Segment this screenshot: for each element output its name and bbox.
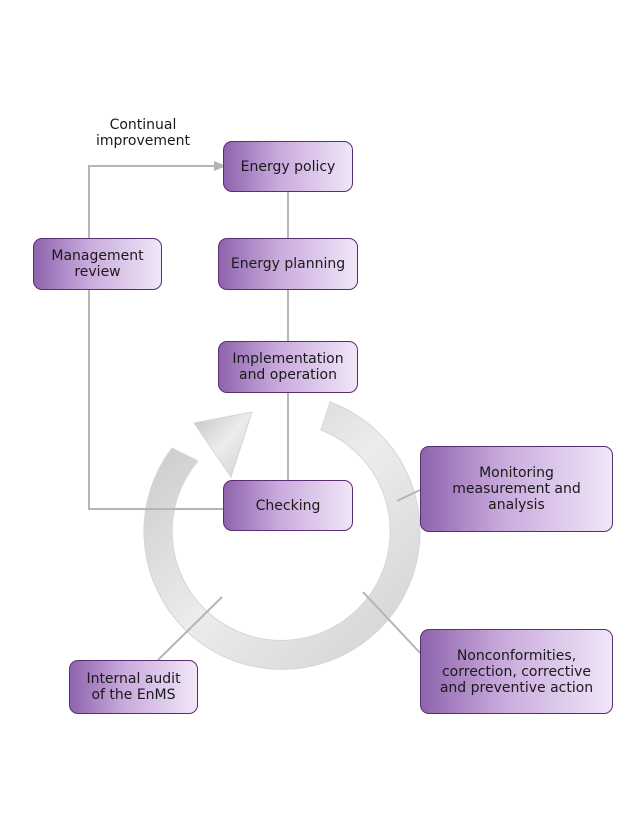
implementation-label: Implementation and operation [232,351,344,383]
energy-planning-box: Energy planning [218,238,358,290]
nonconformities-connector [362,591,423,656]
continual-improvement-connector [88,165,218,238]
cycle-ring [143,401,421,670]
checking-box: Checking [223,480,353,531]
energy-planning-label: Energy planning [230,256,346,272]
management-review-box: Management review [33,238,162,290]
continual-improvement-label: Continual improvement [96,117,190,149]
internal-audit-box: Internal audit of the EnMS [69,660,198,714]
nonconformities-box: Nonconformities, correction, corrective … [420,629,613,714]
management-review-label: Management review [51,248,144,280]
energy-policy-box: Energy policy [223,141,353,192]
internal-audit-connector [157,596,223,661]
nonconformities-label: Nonconformities, correction, corrective … [439,647,594,696]
monitoring-connector [396,489,421,502]
implementation-box: Implementation and operation [218,341,358,393]
review-to-checking-connector [88,290,223,510]
internal-audit-label: Internal audit of the EnMS [86,671,181,703]
monitoring-box: Monitoring measurement and analysis [420,446,613,532]
checking-label: Checking [255,497,321,514]
cycle-arrowhead [193,411,253,479]
energy-policy-label: Energy policy [240,158,336,175]
monitoring-label: Monitoring measurement and analysis [452,465,581,513]
continual-improvement-arrowhead [214,161,226,171]
